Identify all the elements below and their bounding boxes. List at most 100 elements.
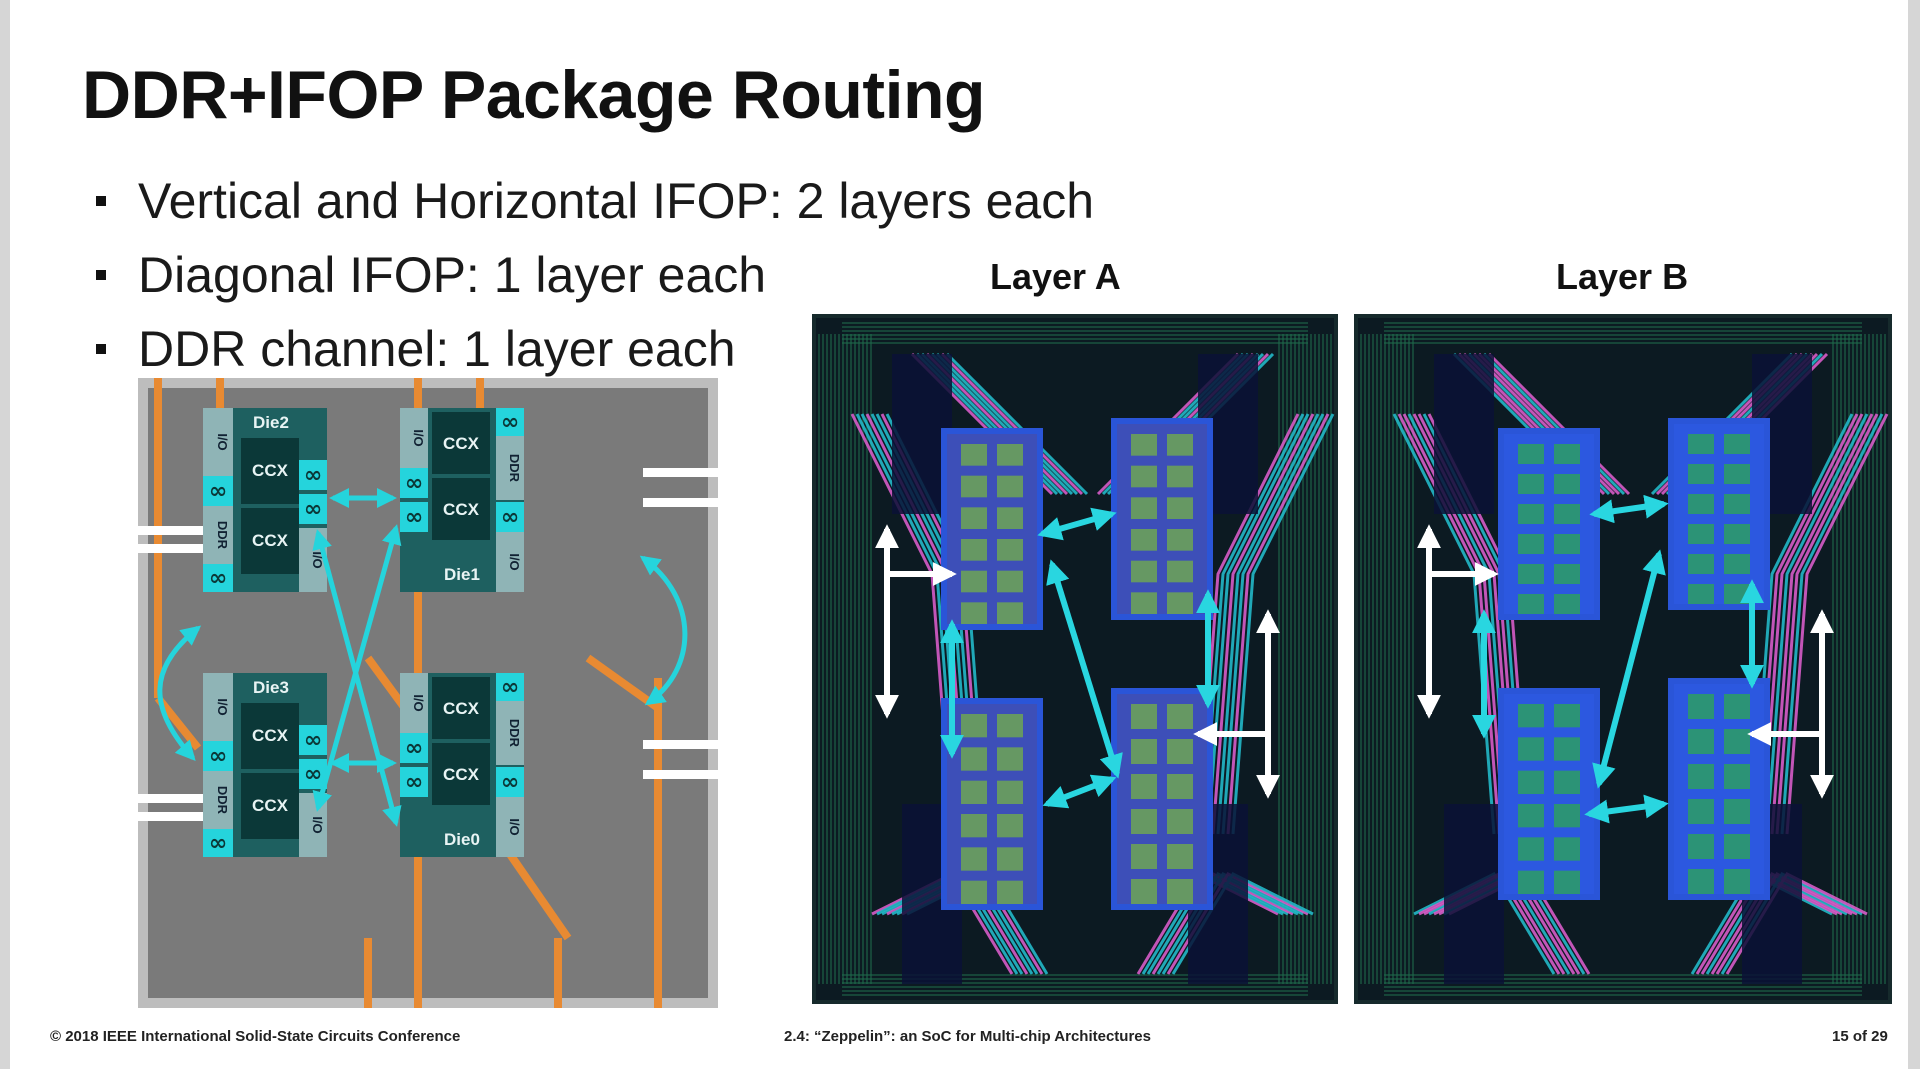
- bump-array: [1518, 534, 1544, 554]
- cyan-route-arrow: [1046, 559, 1123, 779]
- bump-array: [1724, 464, 1750, 484]
- route-trace: [1211, 413, 1315, 835]
- edge-trace: [1384, 334, 1386, 984]
- ifop-link-arrow: [312, 524, 402, 812]
- bump-array: [1131, 879, 1157, 904]
- layer-b-label: Layer B: [1556, 256, 1689, 297]
- edge-trace: [842, 982, 1308, 984]
- bump-array: [1554, 474, 1580, 494]
- edge-trace: [1360, 334, 1362, 984]
- ddr-block: [496, 436, 524, 500]
- bump-array: [961, 847, 987, 871]
- edge-trace: [1832, 334, 1834, 984]
- bump-array: [1131, 774, 1157, 799]
- bump-array: [997, 570, 1023, 593]
- ifop-link-block: [299, 460, 327, 490]
- bump-array: [1724, 799, 1750, 824]
- edge-trace: [826, 334, 828, 984]
- ddr-channel-line: [643, 740, 718, 749]
- edge-trace: [1852, 334, 1854, 984]
- bump-array: [1688, 764, 1714, 789]
- ifop-link-block: [400, 767, 428, 797]
- ddr-block: [203, 771, 233, 829]
- ifop-link-block: [400, 502, 428, 532]
- infinity-icon: ∞: [209, 744, 227, 769]
- edge-trace: [1384, 322, 1862, 324]
- edge-trace: [842, 330, 1308, 332]
- edge-trace: [1384, 978, 1862, 980]
- edge-trace: [1384, 986, 1862, 988]
- ccx-block: [241, 438, 299, 504]
- die-footprint: [947, 704, 1037, 904]
- bump-array: [997, 714, 1023, 738]
- bump-array: [1518, 704, 1544, 728]
- edge-trace: [870, 334, 872, 984]
- bump-array: [1724, 694, 1750, 719]
- ifop-link-block: [496, 502, 524, 532]
- package-diagram: I/O∞DDR∞Die2CCXCCX∞∞I/OI/O∞∞CCXCCXDie1∞D…: [138, 378, 718, 1008]
- edge-trace: [854, 334, 856, 984]
- edge-trace: [1318, 334, 1320, 984]
- bump-array: [1518, 444, 1544, 464]
- layer-a-image: [812, 314, 1338, 1004]
- bump-array: [1131, 809, 1157, 834]
- edge-trace: [1884, 334, 1886, 984]
- edge-trace: [1860, 334, 1862, 984]
- edge-trace: [842, 994, 1308, 996]
- io-label: I/O: [215, 433, 230, 450]
- bump-array: [997, 847, 1023, 871]
- bump-array: [1131, 704, 1157, 729]
- edge-trace: [1326, 334, 1328, 984]
- route-trace: [1770, 413, 1874, 835]
- ccx-label: CCX: [443, 765, 480, 784]
- ddr-block: [203, 506, 233, 564]
- bump-array: [997, 475, 1023, 498]
- bump-array: [1131, 434, 1157, 456]
- die-footprint: [1504, 434, 1594, 614]
- bump-array: [997, 747, 1023, 771]
- bump-array: [1167, 809, 1193, 834]
- route-trace: [1221, 413, 1325, 835]
- bump-array: [1167, 465, 1193, 488]
- bump-array: [1131, 529, 1157, 551]
- bump-array: [1688, 584, 1714, 604]
- edge-trace: [1364, 334, 1366, 984]
- cyan-route-arrow: [1584, 794, 1669, 824]
- ccx-block: [241, 703, 299, 769]
- io-block: [496, 797, 524, 857]
- bump-array: [1724, 764, 1750, 789]
- bump-array: [1554, 770, 1580, 794]
- edge-trace: [1400, 334, 1402, 984]
- die-name: Die2: [253, 413, 289, 432]
- bump-array: [961, 475, 987, 498]
- edge-trace: [1392, 334, 1394, 984]
- infinity-icon: ∞: [405, 736, 423, 761]
- edge-trace: [1384, 994, 1862, 996]
- bump-array: [961, 570, 987, 593]
- io-label: I/O: [507, 553, 522, 570]
- edge-trace: [1868, 334, 1870, 984]
- die-footprint: [1674, 424, 1764, 604]
- edge-trace: [1876, 334, 1878, 984]
- bump-array: [1724, 434, 1750, 454]
- edge-trace: [1864, 334, 1866, 984]
- edge-trace: [1310, 334, 1312, 984]
- slide-title: DDR+IFOP Package Routing: [82, 57, 986, 133]
- bump-array: [1724, 869, 1750, 894]
- bump-array: [1167, 774, 1193, 799]
- bump-array: [1518, 474, 1544, 494]
- infinity-icon: ∞: [405, 505, 423, 530]
- bump-array: [1518, 564, 1544, 584]
- bump-array: [997, 444, 1023, 466]
- ddr-label: DDR: [215, 786, 230, 815]
- ddr-channel-line: [643, 770, 718, 779]
- io-label: I/O: [310, 816, 325, 833]
- ccx-label: CCX: [443, 500, 480, 519]
- bump-array: [1518, 770, 1544, 794]
- layer-a-routing: [812, 314, 1338, 1004]
- die-footprint: [1117, 424, 1207, 614]
- bump-array: [961, 880, 987, 904]
- infinity-icon: ∞: [405, 471, 423, 496]
- bump-array: [1131, 844, 1157, 869]
